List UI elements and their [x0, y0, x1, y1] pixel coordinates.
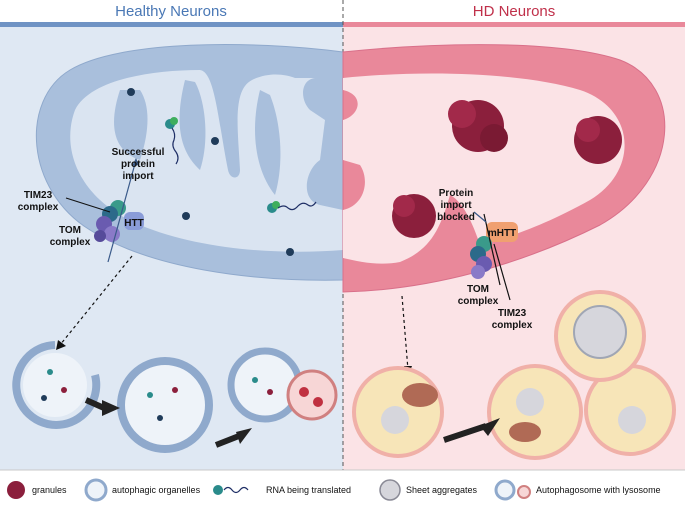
successful-import-label-1: Successful: [112, 147, 165, 158]
mhtt-protein: [486, 222, 518, 242]
hd-header: HD Neurons: [473, 3, 556, 20]
import-arrow: [107, 159, 137, 263]
successful-import-label-2: protein: [121, 159, 155, 170]
tom-left-label-1: TOM: [59, 225, 81, 236]
legend-autophagic: autophagic organelles: [112, 485, 201, 495]
htt-protein: [124, 212, 144, 230]
healthy-dashed-arrow: [59, 255, 133, 346]
legend: granules autophagic organelles RNA being…: [7, 478, 661, 502]
tom-right-label-1: TOM: [467, 284, 489, 295]
import-blocked-label-2: import: [440, 200, 472, 211]
legend-autophagosome: Autophagosome with lysosome: [536, 485, 661, 495]
successful-import-label-3: import: [122, 171, 154, 182]
legend-sheet: Sheet aggregates: [406, 485, 478, 495]
healthy-particles: [127, 88, 294, 256]
tom-right-label-2: complex: [458, 296, 499, 307]
legend-rna-icon: [213, 485, 223, 495]
tim23-left-label-2: complex: [18, 202, 59, 213]
healthy-header: Healthy Neurons: [115, 3, 227, 20]
htt-label: HTT: [124, 218, 143, 229]
import-blocked-label-3: blocked: [437, 212, 475, 223]
hd-granules: [392, 100, 622, 238]
hd-import-complex: [470, 211, 518, 301]
tom-left-label-2: complex: [50, 237, 91, 248]
import-blocked-label-1: Protein: [439, 188, 473, 199]
healthy-import-complex: [65, 158, 144, 263]
legend-rna: RNA being translated: [266, 485, 351, 495]
tim23-left-label-1: TIM23: [24, 190, 53, 201]
hd-header-bar: [343, 22, 685, 27]
legend-granule-icon: [7, 481, 25, 499]
legend-granules: granules: [32, 485, 67, 495]
mhtt-label: mHTT: [488, 228, 516, 239]
healthy-rna: [165, 117, 317, 213]
hd-autophagy: [352, 290, 676, 460]
hd-dashed-arrow: [401, 295, 409, 371]
tim23-right-label-1: TIM23: [498, 308, 527, 319]
legend-sheet-icon: [379, 479, 401, 501]
healthy-autophagy: [12, 341, 338, 453]
tim23-right-label-2: complex: [492, 320, 533, 331]
healthy-header-bar: [0, 22, 343, 27]
legend-autophagosome-icon: [494, 479, 516, 501]
legend-autophagic-icon: [84, 478, 108, 502]
